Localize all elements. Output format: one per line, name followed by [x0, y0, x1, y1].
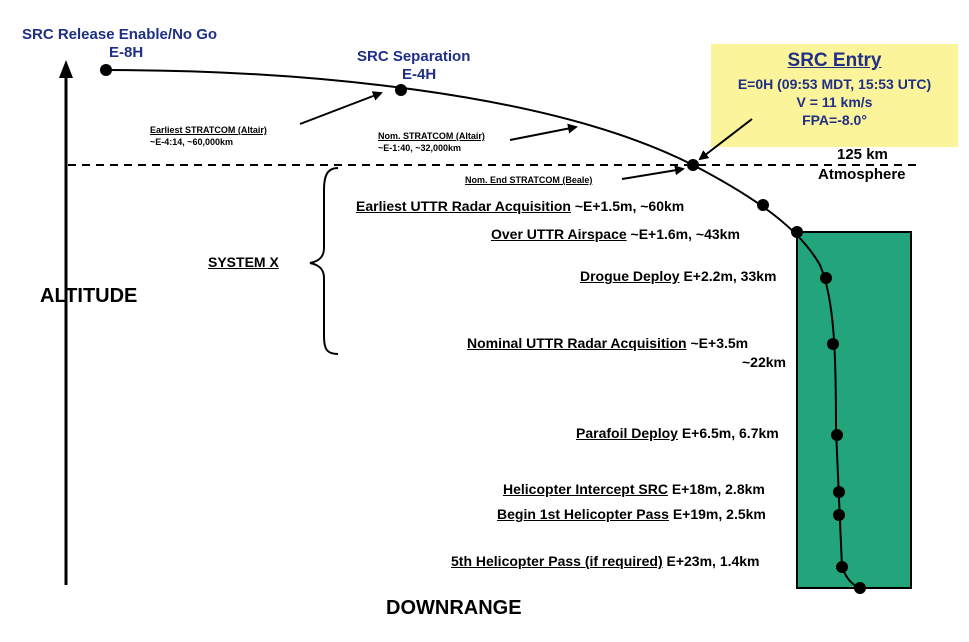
event-point-parafoil [831, 429, 843, 441]
downrange-label: DOWNRANGE [386, 597, 522, 619]
event-name: Parafoil Deploy [576, 425, 678, 441]
event-name: Begin 1st Helicopter Pass [497, 506, 669, 522]
nominal-stratcom-detail: ~E-1:40, ~32,000km [378, 143, 462, 153]
separation-label: SRC Separation [357, 48, 471, 65]
entry-time: E=0H (09:53 MDT, 15:53 UTC) [737, 76, 932, 92]
event-point-heli-pass5 [836, 561, 848, 573]
event-point-heli-pass1 [833, 509, 845, 521]
event-label-nominal-uttr-range: ~22km [742, 354, 786, 370]
separation-point [395, 84, 407, 96]
event-name: Earliest UTTR Radar Acquisition [356, 198, 571, 214]
event-label-earliest-uttr: Earliest UTTR Radar Acquisition ~E+1.5m,… [356, 198, 684, 214]
atmosphere-name: Atmosphere [818, 166, 906, 183]
event-point-heli-intercept [833, 486, 845, 498]
earliest-stratcom-arrow [299, 91, 383, 125]
entry-title: SRC Entry [787, 50, 882, 71]
event-detail: E+19m, 2.5km [672, 506, 766, 522]
altitude-label: ALTITUDE [40, 285, 138, 307]
event-name: Over UTTR Airspace [491, 226, 627, 242]
end-stratcom-arrow [621, 165, 685, 180]
event-point-over-uttr [791, 226, 803, 238]
atmosphere-altitude: 125 km [837, 146, 888, 163]
event-point-earliest-uttr [757, 199, 769, 211]
event-detail: ~E+3.5m [690, 335, 749, 351]
src-entry-box [711, 44, 958, 147]
event-label-heli-pass5: 5th Helicopter Pass (if required) E+23m,… [451, 553, 760, 569]
entry-point [687, 159, 699, 171]
event-name: Helicopter Intercept SRC [503, 481, 668, 497]
nominal-stratcom-arrow [509, 123, 578, 141]
separation-time: E-4H [402, 66, 437, 83]
event-label-drogue: Drogue Deploy E+2.2m, 33km [580, 268, 776, 284]
altitude-axis-arrowhead [59, 60, 73, 78]
event-detail: E+2.2m, 33km [683, 268, 777, 284]
event-label-over-uttr: Over UTTR Airspace ~E+1.6m, ~43km [491, 226, 740, 242]
end-stratcom-label: Nom. End STRATCOM (Beale) [465, 175, 593, 185]
event-label-parafoil: Parafoil Deploy E+6.5m, 6.7km [576, 425, 779, 441]
entry-arrow [698, 118, 753, 161]
event-label-nominal-uttr: Nominal UTTR Radar Acquisition ~E+3.5m [467, 335, 748, 351]
event-name: Nominal UTTR Radar Acquisition [467, 335, 687, 351]
event-name: Drogue Deploy [580, 268, 680, 284]
event-detail: E+23m, 1.4km [666, 553, 760, 569]
entry-fpa: FPA=-8.0° [802, 112, 867, 128]
system-brace [309, 167, 339, 355]
uttr-zone [796, 231, 912, 589]
entry-velocity: V = 11 km/s [796, 94, 873, 110]
event-label-heli-pass1: Begin 1st Helicopter Pass E+19m, 2.5km [497, 506, 766, 522]
earliest-stratcom-title: Earliest STRATCOM (Altair) [150, 125, 267, 135]
system-label: SYSTEM X [208, 254, 279, 270]
earliest-stratcom-detail: ~E-4:14, ~60,000km [150, 137, 234, 147]
event-name: 5th Helicopter Pass (if required) [451, 553, 663, 569]
event-label-heli-intercept: Helicopter Intercept SRC E+18m, 2.8km [503, 481, 765, 497]
trajectory-curve [105, 69, 861, 589]
event-point-drogue [820, 272, 832, 284]
landing-point [854, 582, 866, 594]
event-detail: E+18m, 2.8km [671, 481, 765, 497]
event-detail: ~E+1.5m, ~60km [574, 198, 685, 214]
event-detail: ~E+1.6m, ~43km [630, 226, 740, 242]
release-time: E-8H [109, 44, 144, 61]
release-point [100, 64, 112, 76]
nominal-stratcom-title: Nom. STRATCOM (Altair) [378, 131, 485, 141]
event-detail: E+6.5m, 6.7km [681, 425, 779, 441]
event-point-nominal-uttr [827, 338, 839, 350]
release-label: SRC Release Enable/No Go [22, 26, 218, 43]
